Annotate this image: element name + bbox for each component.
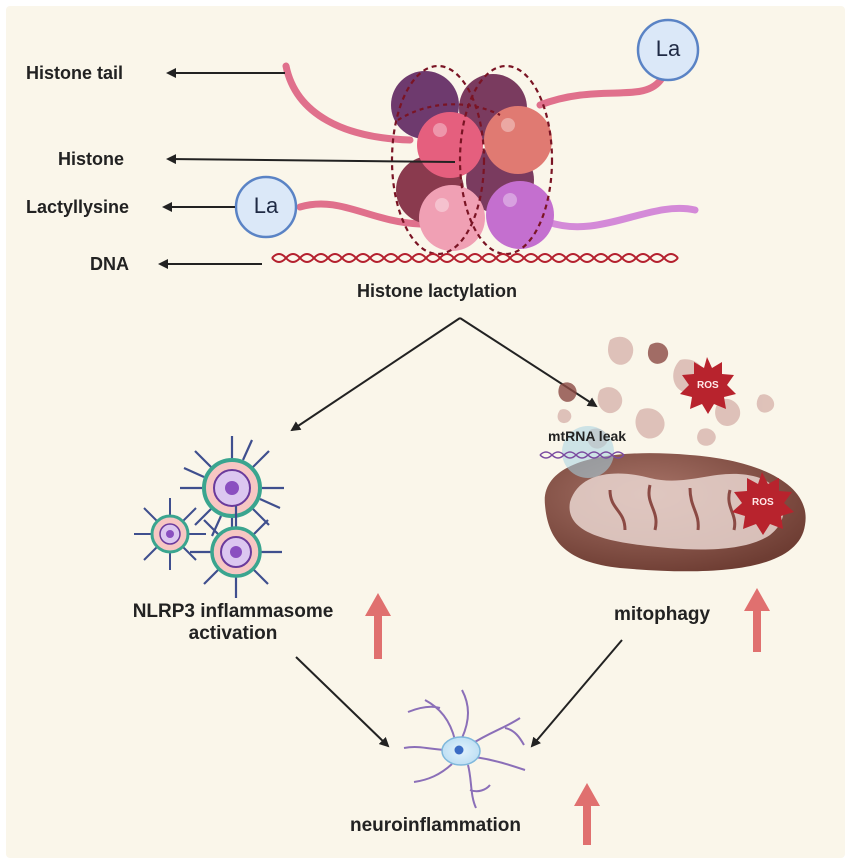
label-nlrp3-activation: NLRP3 inflammasome activation	[84, 601, 382, 645]
label-mtrna-leak: mtRNA leak	[548, 428, 627, 444]
inflammasome-large	[180, 436, 284, 540]
la-circle-top	[636, 18, 700, 82]
increase-arrow-neuroinflammation	[574, 783, 600, 845]
label-pointers	[158, 68, 456, 269]
neuron-nucleus	[454, 745, 464, 755]
ros-burst-right	[732, 472, 794, 535]
label-mitophagy: mitophagy	[614, 604, 711, 625]
label-neuroinflammation: neuroinflammation	[350, 815, 522, 836]
dna-helix	[271, 253, 679, 263]
inflammasome-medium	[190, 506, 282, 598]
cristae-folds	[608, 484, 737, 531]
la-label-top: La	[655, 36, 681, 61]
ros-burst-top	[680, 357, 736, 414]
inflammasome-cluster	[134, 436, 284, 598]
increase-arrow-nlrp3	[365, 593, 391, 659]
label-dna: DNA	[90, 254, 129, 274]
label-histone-tail: Histone tail	[26, 63, 124, 83]
label-lactyllysine: Lactyllysine	[26, 197, 130, 217]
mtrna-helix	[539, 451, 625, 459]
la-label-left: La	[253, 193, 279, 218]
label-ros-top: ROS	[697, 380, 719, 391]
label-histone: Histone	[58, 149, 125, 169]
increase-arrows	[365, 588, 770, 845]
label-histone-lactylation: Histone lactylation	[357, 281, 518, 301]
neuron	[403, 689, 526, 809]
label-nlrp3-line1: NLRP3 inflammasome	[132, 601, 334, 622]
increase-arrow-mitophagy	[744, 588, 770, 652]
label-nlrp3-line2: activation	[188, 622, 278, 644]
la-circle-left	[234, 175, 298, 239]
label-ros-right: ROS	[752, 497, 774, 508]
mtrna-cloud	[562, 426, 614, 478]
inflammasome-small	[134, 498, 206, 570]
dna-wrap	[390, 64, 554, 256]
